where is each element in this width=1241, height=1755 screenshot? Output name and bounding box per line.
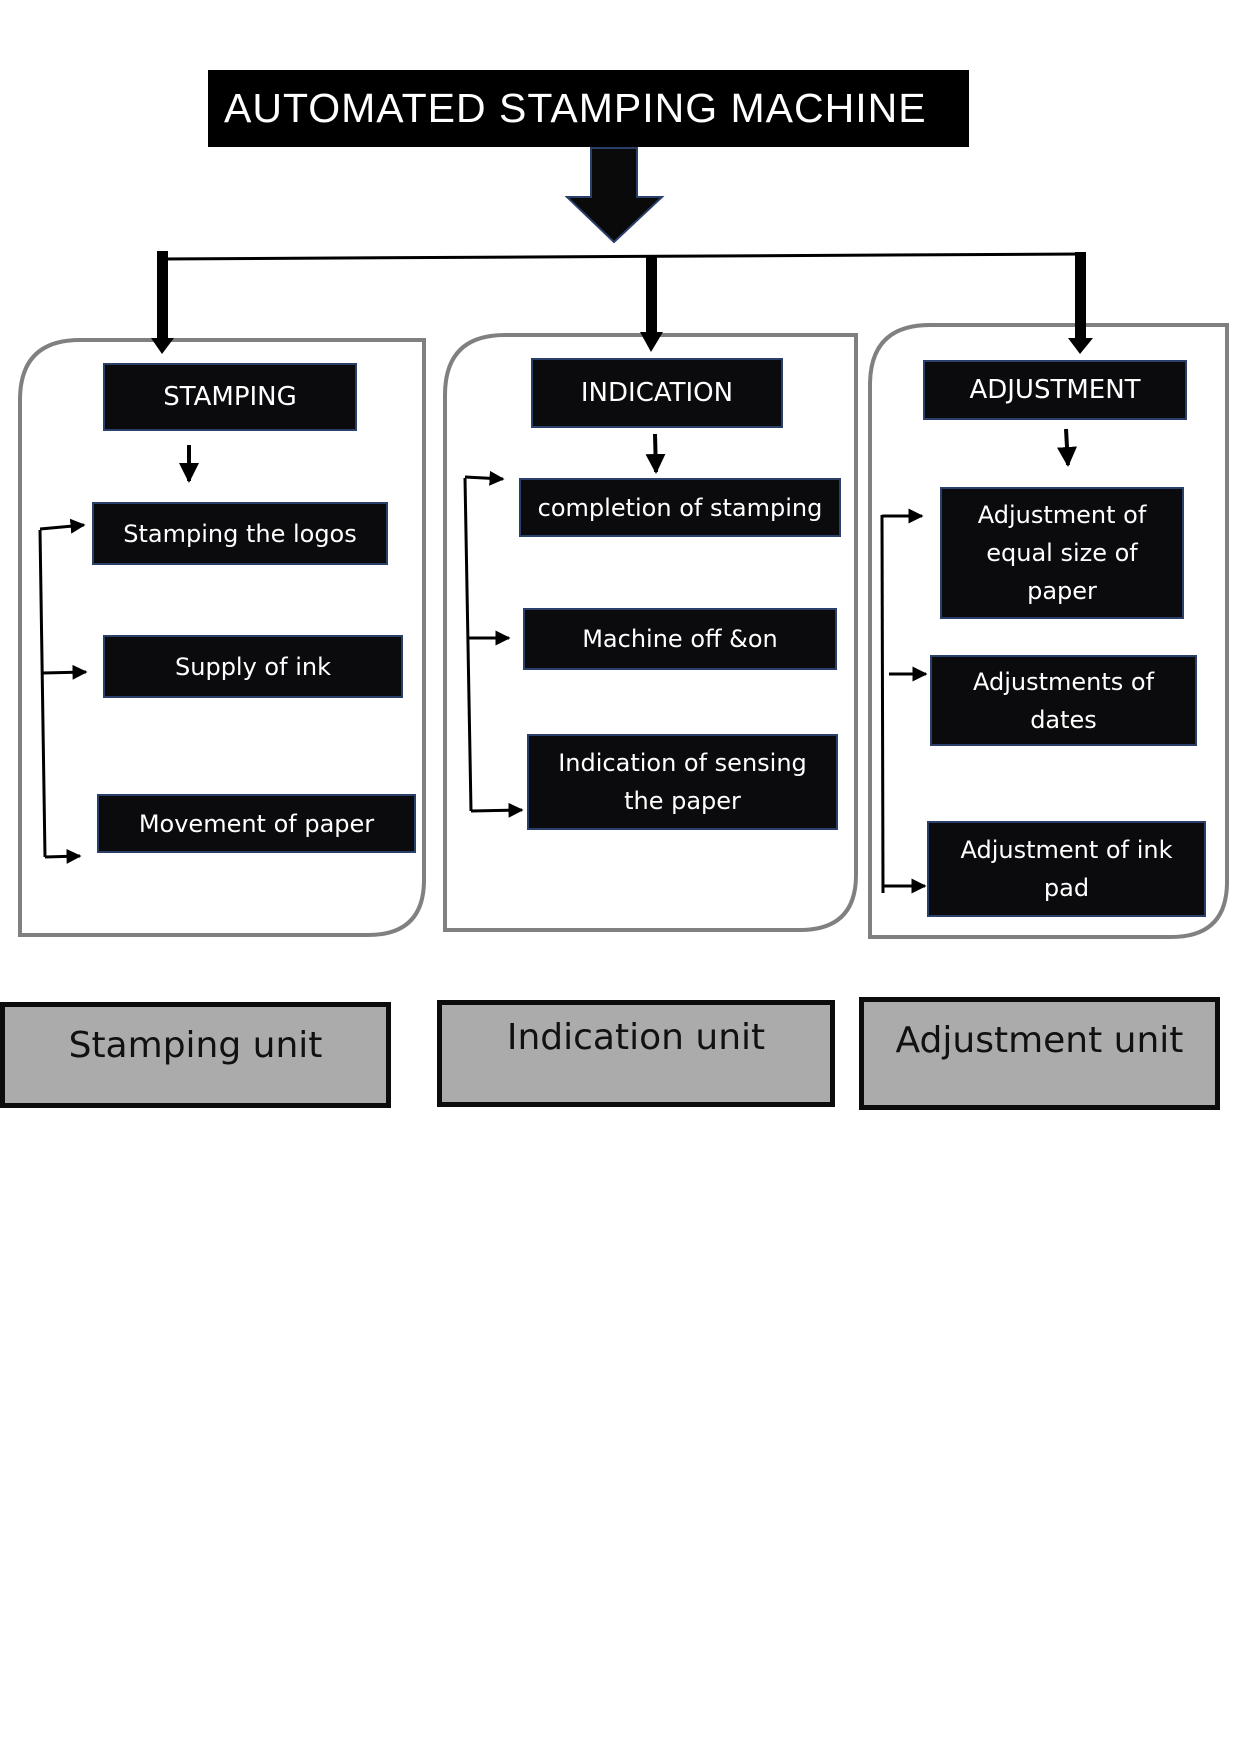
- stamping-item-ink: Supply of ink: [103, 635, 403, 698]
- indication-item-sensing: Indication of sensing the paper: [527, 734, 838, 830]
- branch-line: [159, 252, 1085, 261]
- adjustment-item-paper-size: Adjustment of equal size of paper: [940, 487, 1184, 619]
- stamping-panel: [18, 338, 426, 937]
- indication-panel: [443, 333, 858, 932]
- branch-arrow-indication: [640, 257, 663, 352]
- stamping-item-logos: Stamping the logos: [92, 502, 388, 565]
- indication-item-completion: completion of stamping: [519, 478, 841, 537]
- adjustment-unit-label: Adjustment unit: [859, 997, 1220, 1110]
- adjustment-bracket: [880, 508, 928, 894]
- adjustment-down-arrow: [1057, 428, 1077, 467]
- indication-down-arrow: [645, 433, 666, 474]
- stamping-unit-label: Stamping unit: [0, 1002, 391, 1108]
- indication-header: INDICATION: [531, 358, 783, 428]
- branch-arrow-stamping: [151, 251, 174, 354]
- stamping-header: STAMPING: [103, 363, 357, 431]
- main-down-arrow: [564, 147, 665, 244]
- indication-unit-label: Indication unit: [437, 1000, 835, 1107]
- adjustment-panel: [868, 323, 1229, 939]
- stamping-bracket: [38, 518, 88, 864]
- adjustment-item-dates: Adjustments of dates: [930, 655, 1197, 746]
- adjustment-header: ADJUSTMENT: [923, 360, 1187, 420]
- branch-arrow-adjustment: [1068, 252, 1093, 354]
- indication-item-machine-power: Machine off &on: [523, 608, 837, 670]
- diagram-title: AUTOMATED STAMPING MACHINE: [208, 70, 969, 147]
- adjustment-item-ink-pad: Adjustment of ink pad: [927, 821, 1206, 917]
- stamping-item-paper-movement: Movement of paper: [97, 794, 416, 853]
- indication-bracket: [463, 470, 524, 818]
